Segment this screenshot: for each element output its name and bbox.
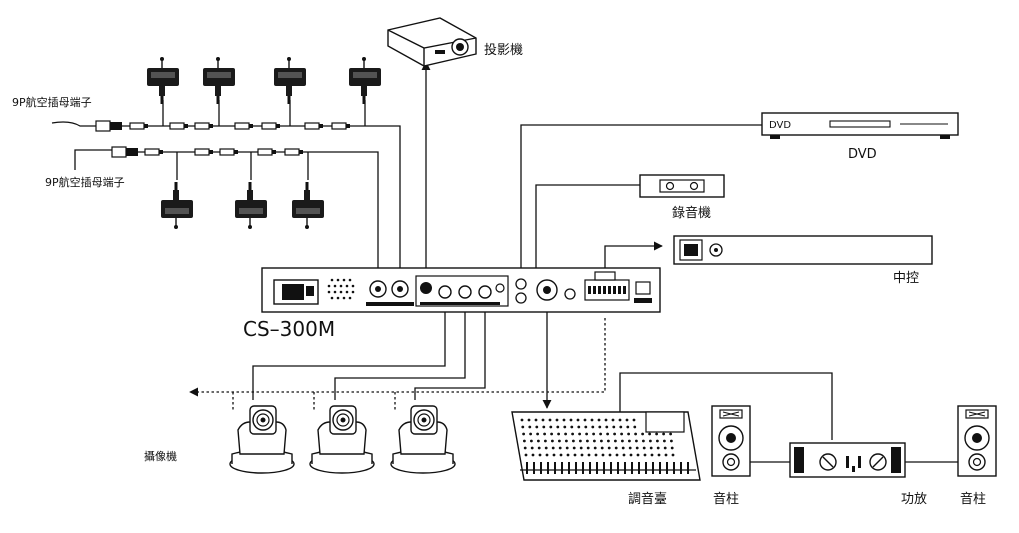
- power-amplifier: [789, 442, 906, 478]
- labels: 9P航空插母端子 9P航空插母端子 投影機 DVD DVD 錄音機 中控 CS–…: [12, 42, 986, 507]
- mixer-label: 調音臺: [628, 491, 667, 507]
- speaker-right-label: 音柱: [960, 491, 986, 507]
- ptz-camera-icon: [309, 405, 375, 474]
- central-control-label: 中控: [893, 271, 919, 286]
- dvd-label: DVD: [848, 147, 877, 162]
- camera-label: 攝像機: [144, 449, 177, 463]
- conference-microphone-icon: [146, 56, 180, 105]
- conference-microphone-icon: [234, 181, 268, 230]
- conference-microphone-icon: [160, 181, 194, 230]
- conference-microphone-icon: [273, 56, 307, 105]
- dvd-player: [761, 112, 959, 139]
- speaker-left-label: 音柱: [713, 491, 739, 507]
- ptz-camera-icon: [390, 405, 456, 474]
- dvd-device-text: DVD: [769, 120, 791, 131]
- projector-label: 投影機: [484, 42, 523, 58]
- model-label: CS–300M: [243, 317, 335, 341]
- projector: [387, 17, 477, 67]
- conference-microphones: [146, 56, 382, 230]
- central-control-unit: [673, 235, 933, 265]
- conference-microphone-icon: [348, 56, 382, 105]
- conference-microphone-icon: [202, 56, 236, 105]
- conference-microphone-icon: [291, 181, 325, 230]
- recorder-label: 錄音機: [672, 205, 711, 221]
- speaker-column-icon: [711, 405, 751, 477]
- cable-connectors: [95, 120, 351, 158]
- recorder: [639, 174, 725, 198]
- wires: [51, 61, 958, 463]
- connector-label-top: 9P航空插母端子: [12, 95, 92, 109]
- ptz-cameras: [229, 405, 456, 474]
- main-unit-cs-300m: [261, 267, 661, 313]
- connector-label-bottom: 9P航空插母端子: [45, 175, 125, 189]
- ptz-camera-icon: [229, 405, 295, 474]
- speaker-column-icon: [957, 405, 997, 477]
- audio-mixer: [511, 411, 701, 481]
- amplifier-label: 功放: [901, 492, 927, 507]
